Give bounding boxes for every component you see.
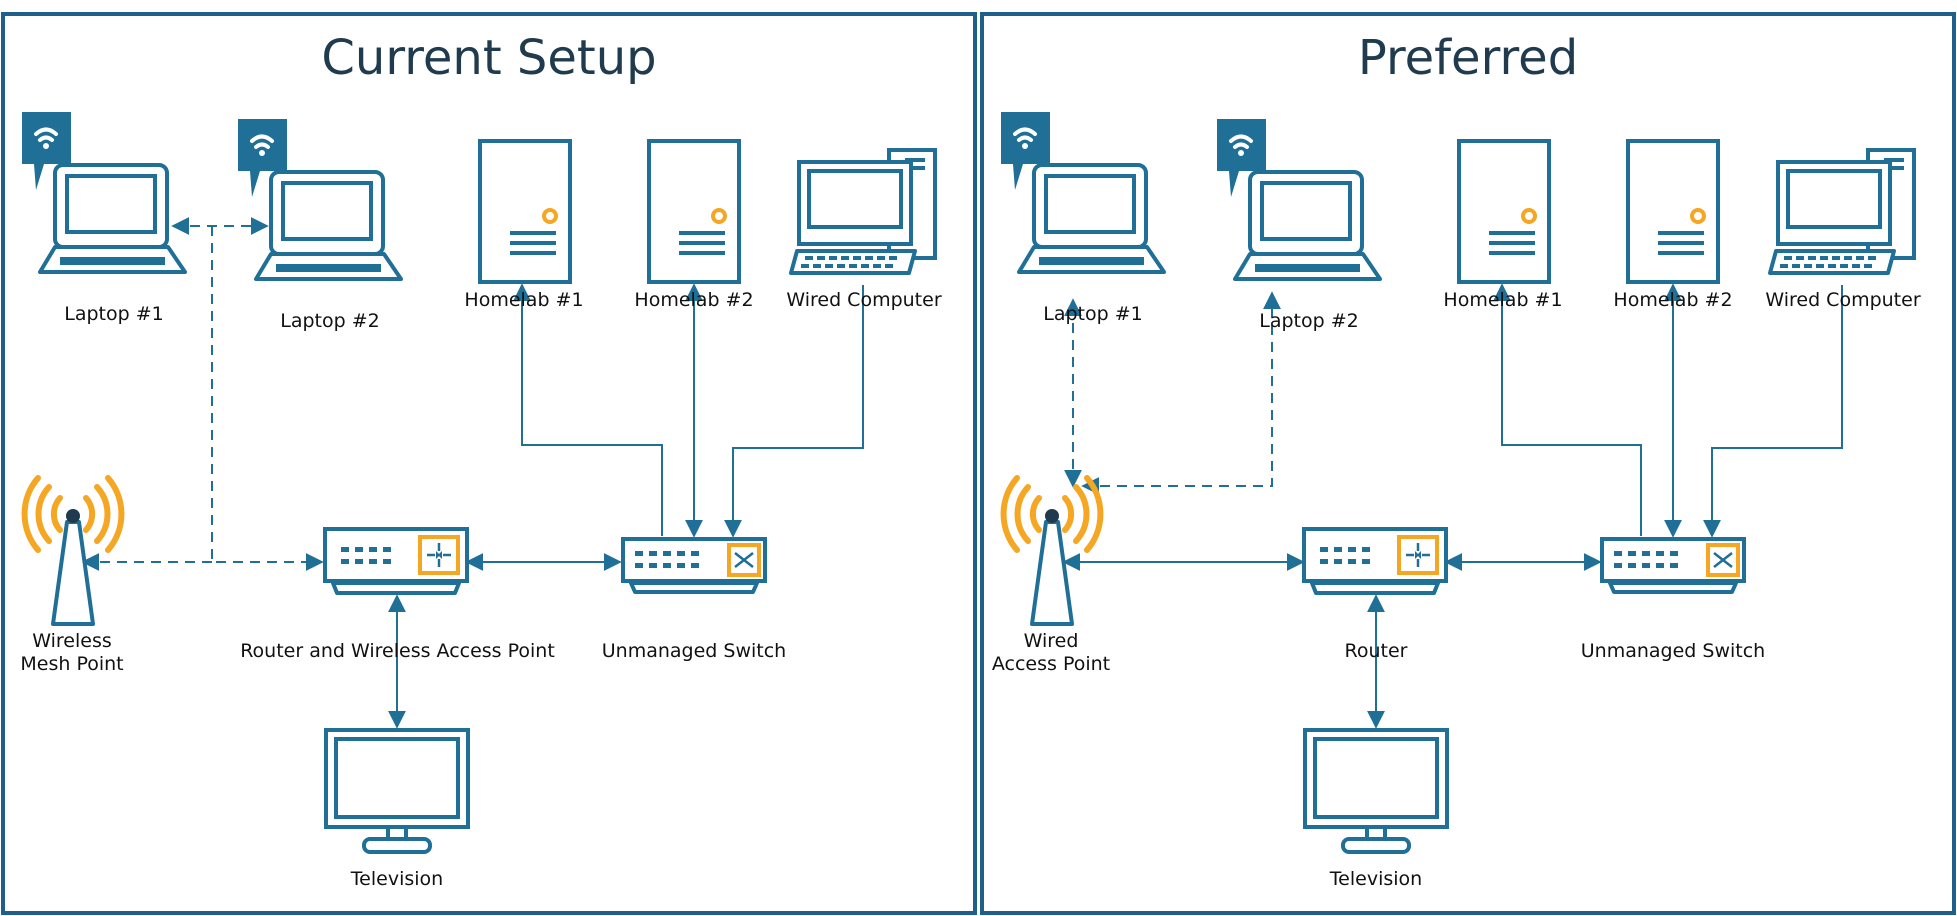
- antenna-icon: [1000, 475, 1104, 628]
- label-wired-computer: Wired Computer: [1765, 289, 1921, 311]
- label-laptop2: Laptop #2: [1259, 310, 1359, 332]
- label-homelab1: Homelab #1: [464, 289, 584, 311]
- label-television: Television: [1329, 868, 1423, 890]
- wifi-badge-icon: [1217, 119, 1266, 197]
- wifi-badge-icon: [238, 119, 287, 197]
- desktop-computer-icon: [1768, 148, 1916, 276]
- router-icon: [323, 527, 469, 597]
- label-mesh-line1: Wireless: [32, 630, 112, 652]
- server-tower-icon: [478, 139, 572, 284]
- link-switch-wired-computer: [1703, 285, 1843, 538]
- label-mesh-line2: Mesh Point: [20, 653, 124, 675]
- antenna-icon: [21, 475, 125, 628]
- laptop-icon: [238, 119, 408, 294]
- label-television: Television: [350, 868, 444, 890]
- server-tower-icon: [1626, 139, 1720, 284]
- server-tower-icon: [647, 139, 741, 284]
- desktop-computer-icon: [789, 148, 937, 276]
- server-tower-icon: [1457, 139, 1551, 284]
- link-switch-wired-computer: [724, 285, 864, 538]
- laptop-icon: [1001, 112, 1171, 287]
- network-switch-icon: [621, 537, 767, 595]
- label-ap-line2: Access Point: [991, 653, 1111, 675]
- label-laptop1: Laptop #1: [1043, 303, 1143, 325]
- laptop-icon: [1217, 119, 1387, 294]
- link-switch-homelab1: [513, 283, 663, 536]
- wireless-link-trunk: [211, 226, 324, 571]
- label-ap-line1: Wired: [1023, 630, 1079, 652]
- label-laptop2: Laptop #2: [280, 310, 380, 332]
- label-switch: Unmanaged Switch: [1580, 640, 1766, 662]
- laptop-icon: [22, 112, 192, 287]
- label-homelab2: Homelab #2: [1613, 289, 1733, 311]
- monitor-icon: [324, 728, 470, 856]
- network-switch-icon: [1600, 537, 1746, 595]
- wifi-badge-icon: [22, 112, 71, 190]
- wireless-link-ap-laptop2: [1081, 291, 1281, 495]
- wifi-badge-icon: [1001, 112, 1050, 190]
- link-switch-homelab1: [1493, 283, 1642, 536]
- label-homelab1: Homelab #1: [1443, 289, 1563, 311]
- panel-title: Current Setup: [321, 30, 657, 86]
- monitor-icon: [1303, 728, 1449, 856]
- label-homelab2: Homelab #2: [634, 289, 754, 311]
- label-laptop1: Laptop #1: [64, 303, 164, 325]
- label-router: Router: [1344, 640, 1408, 662]
- label-router: Router and Wireless Access Point: [240, 640, 555, 662]
- label-switch: Unmanaged Switch: [601, 640, 787, 662]
- router-icon: [1302, 527, 1448, 597]
- panel-title: Preferred: [1357, 30, 1579, 86]
- label-wired-computer: Wired Computer: [786, 289, 942, 311]
